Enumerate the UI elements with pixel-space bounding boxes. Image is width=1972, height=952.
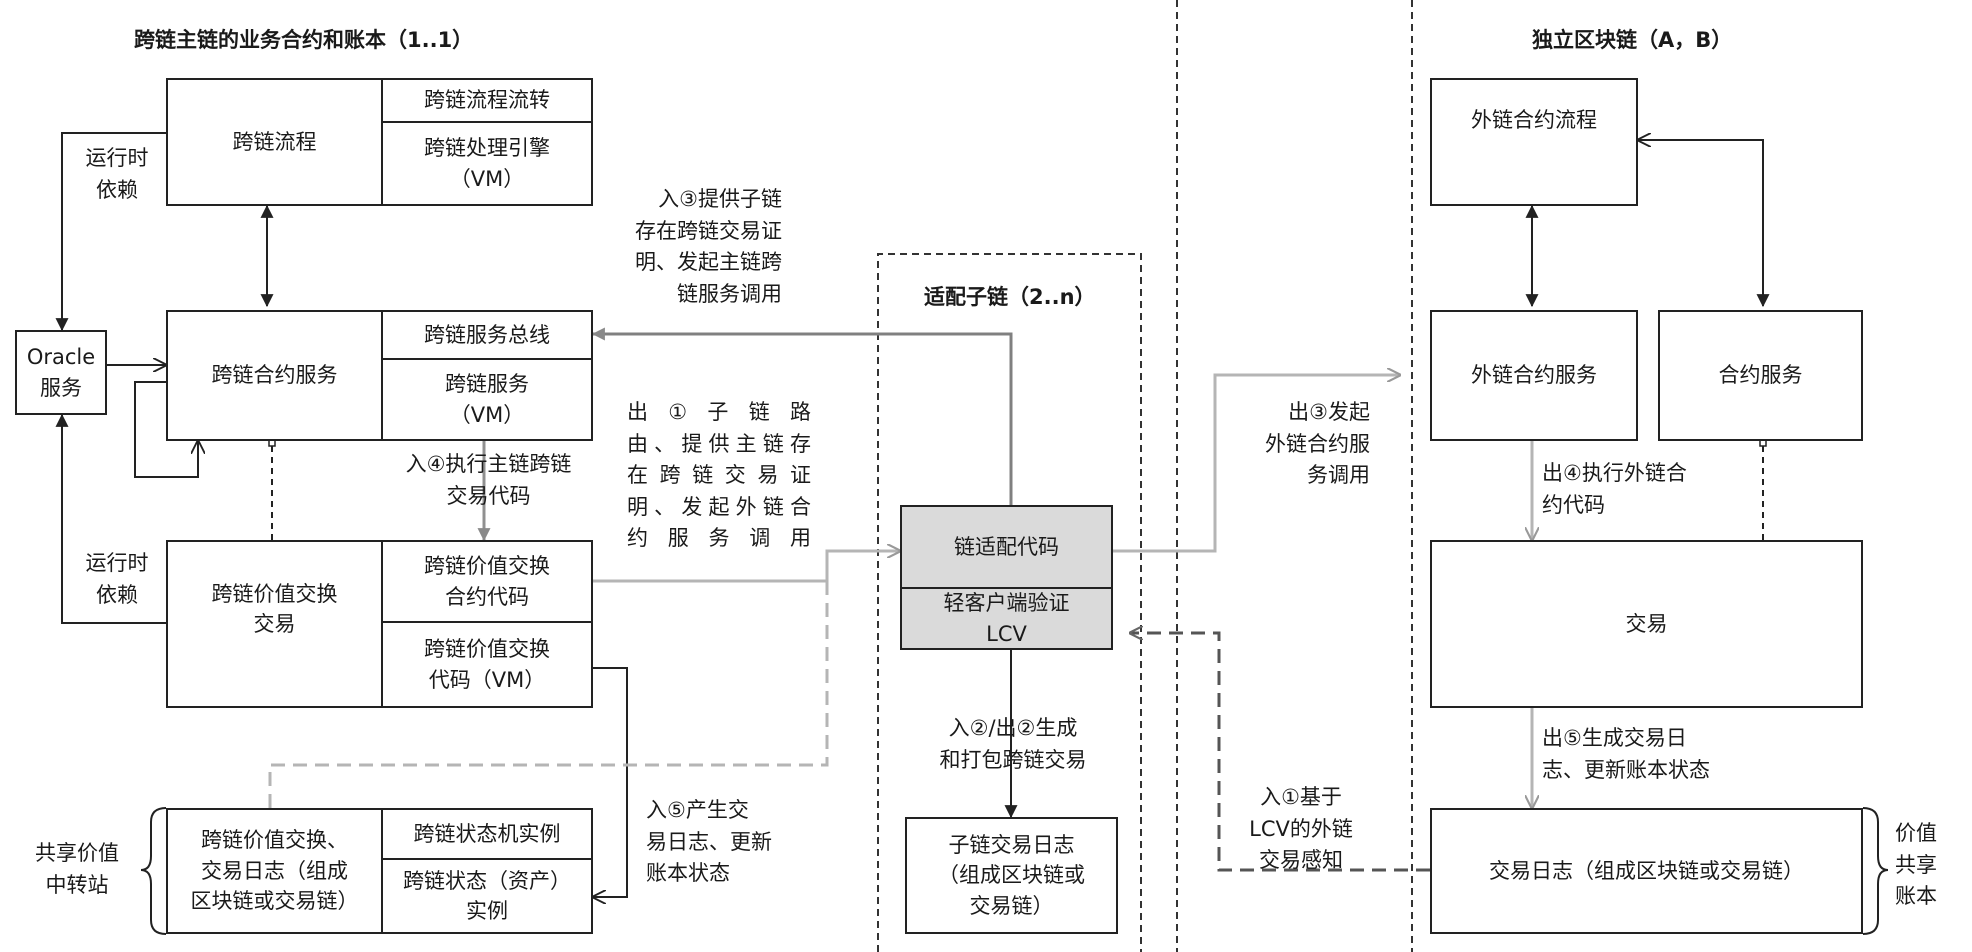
region-borders <box>877 0 1413 952</box>
flow-to-oracle-arrow <box>55 132 166 332</box>
cross-chain-contract-service-box: 跨链合约服务 跨链服务总线 跨链服务 （VM） <box>166 310 593 441</box>
cross-chain-contract-service-label: 跨链合约服务 <box>211 363 338 388</box>
contract-service-box: 合约服务 <box>1658 310 1863 441</box>
left-brace <box>140 807 167 935</box>
chain-adapter-code: 链适配代码 <box>902 507 1111 589</box>
right-brace <box>1862 807 1889 935</box>
value-to-oracle-arrow <box>55 413 166 624</box>
oracle-service-box: Oracle 服务 <box>15 330 107 415</box>
light-client-verification-lcv: 轻客户端验证 LCV <box>943 591 1070 646</box>
subchain-tx-log-box: 子链交易日志 （组成区块链或 交易链） <box>905 817 1118 934</box>
contract-service-label: 合约服务 <box>1718 363 1803 388</box>
adapter-chain-header: 适配子链（2..n） <box>924 285 1096 309</box>
cross-chain-service-bus: 跨链服务总线 <box>381 312 591 360</box>
value-exchange-contract-code: 跨链价值交换 合约代码 <box>381 542 591 623</box>
shared-value-log-label: 跨链价值交换、 交易日志（组成 区块链或交易链） <box>190 828 359 914</box>
state-machine-instance: 跨链状态机实例 <box>381 810 591 860</box>
in5-arrow <box>593 667 628 897</box>
cross-chain-flow-transfer: 跨链流程流转 <box>381 80 591 123</box>
external-tx-log-label: 交易日志（组成区块链或交易链） <box>1489 858 1804 883</box>
ext-flow-service-arrow <box>1638 140 1763 306</box>
runtime-dependency-bottom-label: 运行时 依赖 <box>85 551 149 607</box>
cross-chain-flow-label: 跨链流程 <box>232 129 317 154</box>
external-tx-log-box: 交易日志（组成区块链或交易链） <box>1430 808 1863 934</box>
in3-arrow <box>591 327 1013 505</box>
chain-adapter-box: 链适配代码 轻客户端验证 LCV <box>900 505 1113 650</box>
shared-to-adapter-dashed-line <box>268 560 829 808</box>
out4-label: 出④执行外链合 约代码 <box>1542 461 1687 517</box>
out1-label: 出①子链路 由、提供主链存 在跨链交易证 明、发起外链合 约服务调用 <box>627 400 811 550</box>
out1-arrow <box>593 551 900 583</box>
main-chain-header: 跨链主链的业务合约和账本（1..1） <box>134 28 474 52</box>
external-contract-service-label: 外链合约服务 <box>1471 363 1597 388</box>
in2-out2-label: 入②/出②生成 和打包跨链交易 <box>939 716 1087 772</box>
cross-chain-value-exchange-label: 跨链价值交换 交易 <box>211 581 338 636</box>
service-self-loop-arrow <box>134 381 198 478</box>
in4-label: 入④执行主链跨链 交易代码 <box>405 452 572 508</box>
cross-chain-service-vm: 跨链服务 （VM） <box>381 360 591 439</box>
cross-chain-value-exchange-box: 跨链价值交换 交易 跨链价值交换 合约代码 跨链价值交换 代码（VM） <box>166 540 593 708</box>
transaction-box: 交易 <box>1430 540 1863 708</box>
value-exchange-code-vm: 跨链价值交换 代码（VM） <box>381 623 591 706</box>
in5-label: 入⑤产生交 易日志、更新 账本状态 <box>646 798 772 885</box>
runtime-dependency-top-label: 运行时 依赖 <box>85 146 149 202</box>
external-contract-flow-box: 外链合约流程 <box>1430 78 1638 206</box>
in1-label: 入①基于 LCV的外链 交易感知 <box>1249 785 1353 872</box>
shared-value-station-label: 共享价值 中转站 <box>35 841 119 897</box>
out3-arrow <box>1113 375 1400 553</box>
out5-label: 出⑤生成交易日 志、更新账本状态 <box>1542 726 1710 782</box>
adapter-chain-region-border <box>877 253 1142 952</box>
oracle-service-label: Oracle 服务 <box>26 345 96 400</box>
transaction-label: 交易 <box>1625 611 1668 636</box>
cross-chain-flow-box: 跨链流程 跨链流程流转 跨链处理引擎 （VM） <box>166 78 593 206</box>
external-contract-service-box: 外链合约服务 <box>1430 310 1638 441</box>
in3-label: 入③提供子链 存在跨链交易证 明、发起主链跨 链服务调用 <box>635 187 782 306</box>
cross-chain-engine-vm: 跨链处理引擎 （VM） <box>381 123 591 204</box>
state-asset-instance: 跨链状态（资产） 实例 <box>381 860 591 932</box>
external-contract-flow-label: 外链合约流程 <box>1471 107 1597 132</box>
in1-arrow <box>1130 633 1430 872</box>
value-shared-ledger-label: 价值 共享 账本 <box>1895 821 1937 908</box>
independent-chain-header: 独立区块链（A，B） <box>1532 28 1733 52</box>
shared-value-station-box: 跨链价值交换、 交易日志（组成 区块链或交易链） 跨链状态机实例 跨链状态（资产… <box>166 808 593 934</box>
subchain-tx-log-label: 子链交易日志 （组成区块链或 交易链） <box>938 832 1085 918</box>
out3-label: 出③发起 外链合约服 务调用 <box>1265 400 1370 487</box>
